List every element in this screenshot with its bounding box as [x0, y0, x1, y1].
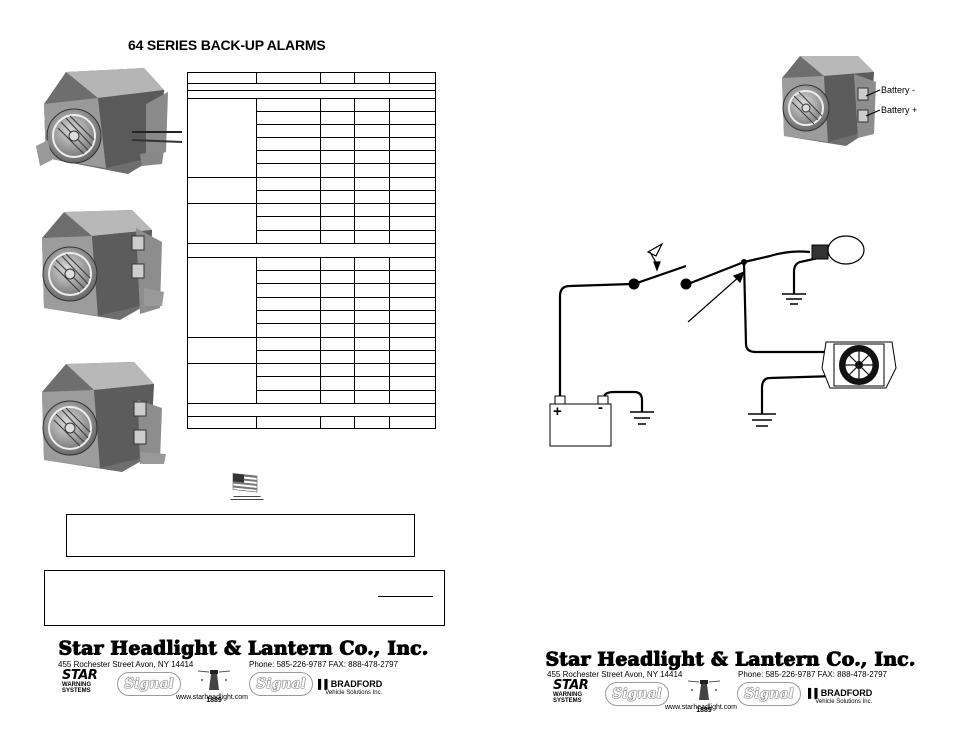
page-title: 64 SERIES BACK-UP ALARMS	[128, 37, 326, 53]
signal-logo-right: Signal	[605, 682, 669, 706]
battery-minus-label: Battery -	[881, 85, 916, 95]
company-phone-fax-right: Phone: 585-226-9787 FAX: 888-478-2797	[738, 670, 888, 679]
company-phone-fax: Phone: 585-226-9787 FAX: 888-478-2797	[249, 660, 399, 669]
lighthouse-icon	[197, 670, 231, 690]
lighthouse-1889-logo: 1889	[196, 666, 232, 704]
battery-minus-sign: -	[598, 399, 603, 416]
star-warning-logo-right: STAR WARNING SYSTEMS	[553, 678, 589, 704]
lighthouse-icon	[687, 680, 721, 700]
battery-plus-label: Battery +	[881, 105, 918, 115]
company-name-right: Star Headlight & Lantern Co., Inc.	[545, 648, 916, 670]
company-name: Star Headlight & Lantern Co., Inc.	[58, 637, 429, 659]
company-address: 455 Rochester Street Avon, NY 14414	[58, 660, 194, 669]
alarm-photo-studs-2	[42, 362, 166, 472]
battery-plus-sign: +	[553, 403, 562, 420]
spec-table	[187, 72, 436, 429]
bradford-logo: ▌▌BRADFORD Vehicle Solutions Inc.	[318, 679, 383, 697]
bradford-logo-right: ▌▌BRADFORD Vehicle Solutions Inc.	[808, 688, 873, 706]
lamp-icon	[811, 235, 865, 265]
signal-logo: Signal	[117, 672, 181, 696]
switch-icon	[628, 278, 640, 290]
signal-logo-right-2: Signal	[737, 682, 801, 706]
lighthouse-1889-logo-right: 1889	[686, 676, 722, 714]
signal-logo-2: Signal	[249, 672, 313, 696]
alarm-photo-terminals	[782, 56, 876, 146]
note-box	[66, 514, 415, 557]
flag-caption: ▬▬▬▬▬▬▬▬▬▬▬▬▬▬▬▬▬▬▬▬	[230, 494, 264, 501]
underline-rule	[378, 596, 433, 597]
ground-icon	[630, 293, 806, 427]
alarm-photo-leads	[36, 68, 183, 174]
alarm-photo-studs	[42, 210, 164, 320]
star-warning-logo: STAR WARNING SYSTEMS	[62, 668, 98, 694]
website-link-right[interactable]: www.starheadlight.com	[665, 704, 737, 711]
battery-icon	[549, 395, 612, 447]
warranty-box	[44, 570, 445, 626]
website-link[interactable]: www.starheadlight.com	[176, 694, 248, 701]
alarm-icon	[821, 341, 897, 389]
company-address-right: 455 Rochester Street Avon, NY 14414	[547, 670, 683, 679]
usa-flag-icon	[232, 473, 258, 493]
